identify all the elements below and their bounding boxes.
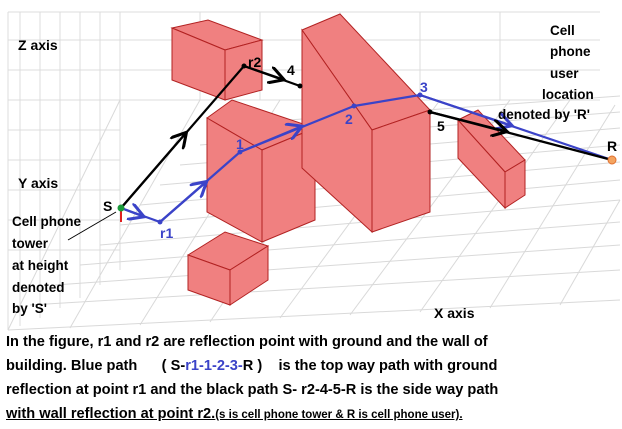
building-floating [170, 19, 264, 101]
label-S: S [103, 198, 112, 214]
label-2: 2 [345, 111, 353, 127]
label-1: 1 [236, 136, 244, 152]
svg-text:at height: at height [12, 258, 69, 273]
building-small-front [186, 231, 270, 306]
figure-caption: In the figure, r1 and r2 are reflection … [6, 330, 618, 427]
point-r2 [241, 63, 247, 69]
svg-text:denoted by 'R': denoted by 'R' [498, 107, 590, 122]
user-annotation: Cell phone user location denoted by 'R' [498, 23, 594, 122]
point-R [607, 155, 617, 165]
label-4: 4 [287, 62, 295, 78]
svg-text:Cell phone: Cell phone [12, 214, 81, 229]
caption-line-1: In the figure, r1 and r2 are reflection … [6, 334, 488, 350]
svg-text:phone: phone [550, 44, 591, 59]
tower-annotation: Cell phone tower at height denoted by 'S… [12, 214, 81, 316]
label-R: R [607, 138, 617, 154]
label-r1: r1 [160, 225, 173, 241]
point-1 [237, 149, 243, 155]
z-axis-label: Z axis [18, 37, 58, 53]
point-2 [351, 103, 357, 109]
point-4 [297, 83, 303, 89]
svg-text:denoted: denoted [12, 280, 65, 295]
svg-text:user: user [550, 66, 579, 81]
label-3: 3 [420, 79, 428, 95]
side-way-path [120, 64, 613, 209]
svg-text:Cell: Cell [550, 23, 575, 38]
point-r1 [157, 219, 163, 225]
y-axis-label: Y axis [18, 175, 58, 191]
svg-text:by 'S': by 'S' [12, 301, 47, 316]
svg-text:location: location [542, 87, 594, 102]
x-axis-label: X axis [434, 305, 475, 321]
caption-line-2: building. Blue path ( S-r1-1-2-3-R ) is … [6, 358, 498, 374]
point-S [117, 204, 125, 212]
building-tall [301, 13, 431, 234]
caption-line-3: reflection at point r1 and the black pat… [6, 382, 499, 398]
building-middle [206, 99, 317, 243]
svg-text:tower: tower [12, 236, 49, 251]
label-r2: r2 [248, 54, 261, 70]
caption-line-4: with wall reflection at point r2.(s is c… [6, 406, 463, 422]
point-5 [427, 109, 433, 115]
tower-pointer [67, 211, 117, 241]
point-3 [417, 92, 423, 98]
label-5: 5 [437, 118, 445, 134]
